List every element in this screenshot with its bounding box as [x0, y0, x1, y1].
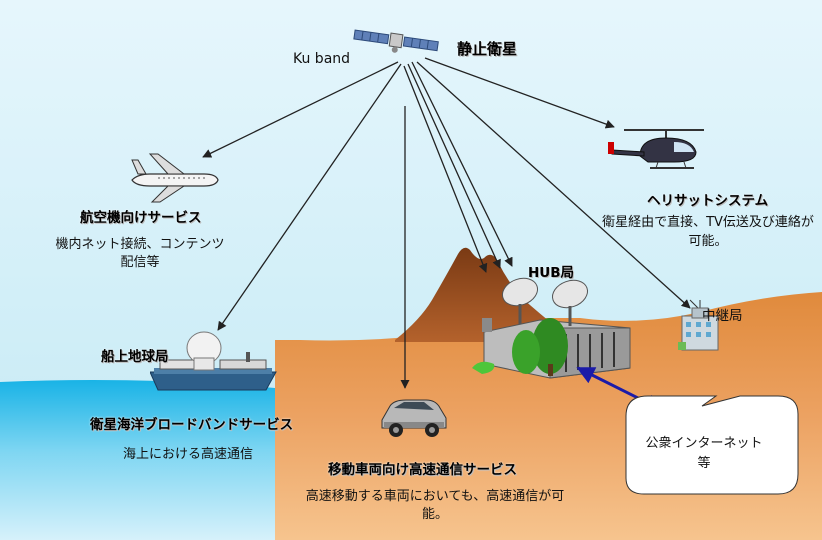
- hub-station-icon: [472, 277, 631, 379]
- relay-station-icon: [678, 299, 719, 351]
- vehicle-icon: [381, 399, 447, 437]
- relay-label: 中継局: [702, 308, 743, 324]
- ship-station-label: 船上地球局: [101, 349, 169, 365]
- helicopter-icon: [608, 129, 704, 169]
- internet-label: 公衆インターネット等: [645, 436, 763, 471]
- airplane-icon: [131, 153, 219, 203]
- ship-icon: [150, 331, 277, 391]
- satellite-label: 静止衛星: [457, 40, 518, 58]
- internet-callout-shape: [576, 366, 799, 495]
- band-label: Ku band: [293, 51, 351, 67]
- vehicle-title: 移動車両向け高速通信サービス: [328, 462, 517, 478]
- aircraft-title: 航空機向けサービス: [80, 210, 202, 226]
- mountain: [395, 247, 575, 342]
- aircraft-desc: 機内ネット接続、コンテンツ配信等: [55, 237, 225, 270]
- ship-title: 衛星海洋ブロードバンドサービス: [90, 417, 294, 433]
- vehicle-desc: 高速移動する車両においても、高速通信が可能。: [305, 489, 565, 522]
- heli-desc: 衛星経由で直接、TV伝送及び連絡が可能。: [602, 215, 814, 249]
- hub-label: HUB局: [528, 265, 575, 281]
- sea: [0, 380, 275, 540]
- heli-title: ヘリサットシステム: [647, 193, 769, 209]
- link-arrows: [202, 57, 691, 389]
- satellite-icon: [353, 29, 439, 53]
- ship-desc: 海上における高速通信: [123, 447, 254, 462]
